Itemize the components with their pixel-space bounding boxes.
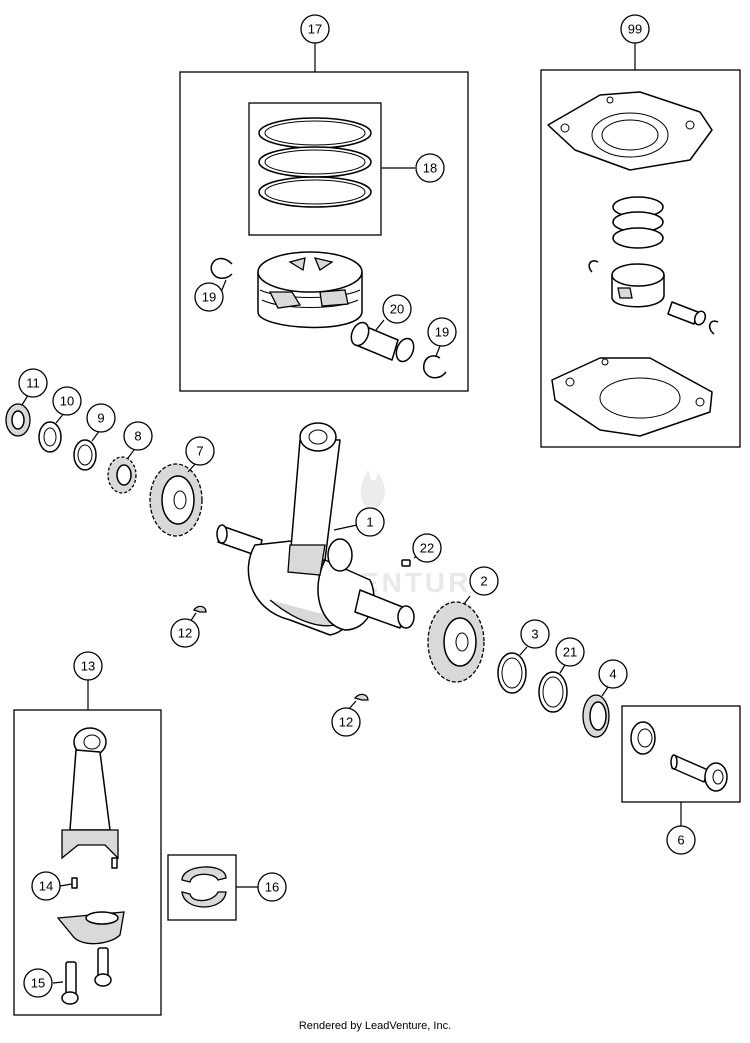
svg-text:9: 9: [97, 411, 104, 426]
bearing-4: [582, 694, 610, 738]
svg-text:4: 4: [609, 667, 616, 682]
bearing-shell-lower: [181, 891, 227, 908]
svg-text:18: 18: [423, 161, 437, 176]
kit-piston-pin: [667, 301, 707, 326]
callout-14[interactable]: 14: [31, 871, 61, 901]
kit-circlip-right: [708, 320, 719, 335]
bolt-kit-group: [621, 705, 741, 826]
svg-text:7: 7: [196, 444, 203, 459]
crankshaft: [216, 422, 415, 636]
svg-text:13: 13: [81, 659, 95, 674]
svg-text:16: 16: [265, 880, 279, 895]
svg-text:17: 17: [308, 22, 322, 37]
piston-rings-box: [248, 102, 382, 236]
callout-12-left[interactable]: 12: [170, 618, 200, 648]
kit-piston: [611, 263, 665, 308]
callout-18[interactable]: 18: [415, 153, 445, 183]
gear-8: [107, 456, 137, 494]
washer-6: [630, 721, 656, 755]
callout-16[interactable]: 16: [257, 872, 287, 902]
svg-text:11: 11: [26, 376, 40, 391]
con-rod: [61, 727, 119, 860]
svg-text:12: 12: [339, 715, 353, 730]
circlip-right: [422, 355, 447, 379]
callouts: 17 99 18 19 20 19 11 10 9 8 7 1 22 2 12 …: [18, 14, 696, 998]
svg-text:19: 19: [202, 290, 216, 305]
callout-2[interactable]: 2: [469, 566, 499, 596]
callout-15[interactable]: 15: [23, 968, 53, 998]
head-gasket: [547, 91, 713, 171]
svg-text:99: 99: [628, 22, 642, 37]
con-rod-kit-group: [13, 680, 162, 1016]
rod-cap: [56, 911, 125, 945]
callout-13[interactable]: 13: [73, 651, 103, 681]
svg-text:22: 22: [420, 541, 434, 556]
washer-3: [497, 652, 527, 694]
bearing-shell-12a: [192, 605, 207, 613]
svg-text:10: 10: [60, 394, 74, 409]
svg-text:12: 12: [178, 626, 192, 641]
piston-pin: [350, 321, 415, 363]
svg-text:21: 21: [563, 645, 577, 660]
callout-20[interactable]: 20: [382, 294, 412, 324]
svg-text:19: 19: [435, 325, 449, 340]
bearing-shell-upper: [181, 866, 227, 883]
callout-8[interactable]: 8: [123, 421, 153, 451]
bearing-shell-12b: [353, 693, 369, 701]
svg-text:1: 1: [366, 515, 373, 530]
bolt-6: [670, 754, 728, 792]
washer-10: [38, 421, 62, 453]
svg-text:3: 3: [531, 627, 538, 642]
callout-10[interactable]: 10: [52, 386, 82, 416]
gear-7: [149, 463, 203, 537]
washer-21: [538, 671, 568, 713]
bearing-shells-group: [167, 854, 258, 921]
circlip-left: [210, 257, 233, 279]
callout-21[interactable]: 21: [555, 637, 585, 667]
washer-9: [73, 439, 97, 471]
callout-99[interactable]: 99: [620, 14, 650, 44]
svg-text:15: 15: [31, 976, 45, 991]
rod-bolts-15: [61, 947, 112, 1005]
render-credit: Rendered by LeadVenture, Inc.: [298, 1020, 452, 1032]
callout-22[interactable]: 22: [412, 533, 442, 563]
svg-text:6: 6: [677, 833, 684, 848]
right-shaft-parts: [427, 595, 610, 738]
gear-2: [427, 601, 485, 683]
piston-kit-group: [179, 42, 469, 392]
callout-12-right[interactable]: 12: [331, 707, 361, 737]
callout-17[interactable]: 17: [300, 14, 330, 44]
callout-19-right[interactable]: 19: [427, 317, 457, 347]
callout-19-left[interactable]: 19: [194, 282, 224, 312]
base-gasket: [551, 357, 713, 437]
pin-14a: [71, 877, 78, 889]
pin-14b: [111, 857, 118, 869]
callout-1[interactable]: 1: [355, 507, 385, 537]
kit-piston-rings: [612, 196, 664, 249]
callout-3[interactable]: 3: [520, 619, 550, 649]
callout-11[interactable]: 11: [18, 368, 48, 398]
svg-text:8: 8: [134, 429, 141, 444]
svg-text:2: 2: [480, 574, 487, 589]
callout-4[interactable]: 4: [598, 659, 628, 689]
piston: [257, 251, 363, 329]
left-shaft-parts: [5, 391, 203, 537]
bearing-shells-box: [167, 854, 237, 921]
piston-rings: [258, 117, 372, 208]
callout-7[interactable]: 7: [185, 436, 215, 466]
callout-9[interactable]: 9: [86, 403, 116, 433]
svg-text:20: 20: [390, 302, 404, 317]
top-end-kit-group: [540, 42, 741, 448]
piston-kit-box: [179, 71, 469, 392]
svg-text:14: 14: [39, 879, 53, 894]
top-end-kit-box: [540, 69, 741, 448]
oil-seal-11: [5, 403, 31, 437]
callout-6[interactable]: 6: [666, 825, 696, 855]
kit-circlip-left: [588, 260, 599, 273]
